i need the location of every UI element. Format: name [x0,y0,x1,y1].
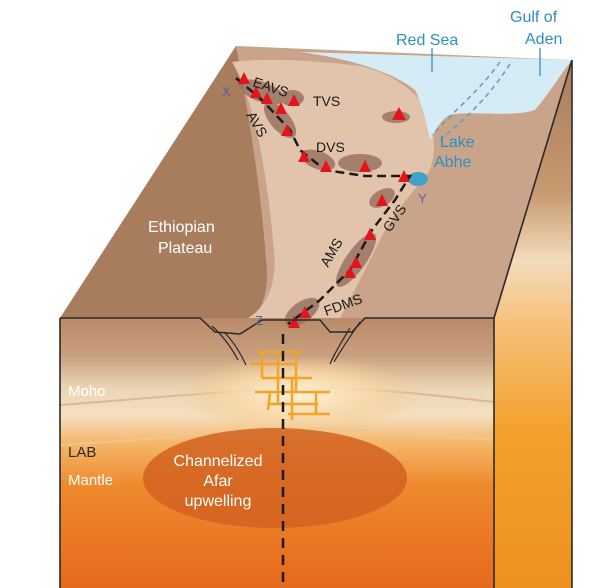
label-afar: Afar [203,473,233,490]
label-tvs: TVS [313,93,340,109]
segment-eavs [239,79,285,105]
label-y: Y [418,191,427,206]
label-gulf-of: Gulf of [510,9,558,26]
volcano [250,86,262,98]
volcano [320,160,332,172]
volcano-markers [238,72,410,328]
volcano [298,150,310,162]
label-x: X [222,84,231,99]
label-upwelling: upwelling [185,493,252,510]
volcano [359,160,371,172]
volcano [238,72,250,84]
volcano [398,170,410,182]
volcano [364,228,376,240]
label-lake: Lake [440,134,475,151]
channelized-upwelling-body [143,428,407,528]
red-sea-ridge-line [431,61,501,136]
volcano [344,266,356,278]
volcano [288,316,300,328]
volcano [350,256,362,268]
label-mantle: Mantle [68,472,113,489]
volcano [281,124,293,136]
label-red-sea: Red Sea [396,32,458,49]
ethiopian-plateau-region [60,46,268,318]
label-abhe: Abhe [434,154,471,171]
volcano [261,92,273,104]
volcano [299,306,311,318]
volcano [288,94,300,106]
magma-plumbing [250,350,330,420]
label-dvs: DVS [316,139,345,155]
label-moho: Moho [68,383,106,400]
volcano [392,107,406,120]
thermal-glow [180,355,420,435]
label-z: Z [255,313,263,328]
fault-lines [211,321,361,366]
gulf-ridge-line [439,63,511,141]
label-plateau: Plateau [158,240,212,257]
block-outline [59,59,573,588]
label-lab: LAB [68,444,96,461]
label-channelized: Channelized [174,453,263,470]
label-aden: Aden [525,31,562,48]
volcano [376,194,388,206]
volcano [275,102,287,114]
segment-dvs-east [338,154,382,172]
block-side-face [494,60,572,588]
lake-abhe [408,172,428,186]
label-ethiopian: Ethiopian [148,219,215,236]
